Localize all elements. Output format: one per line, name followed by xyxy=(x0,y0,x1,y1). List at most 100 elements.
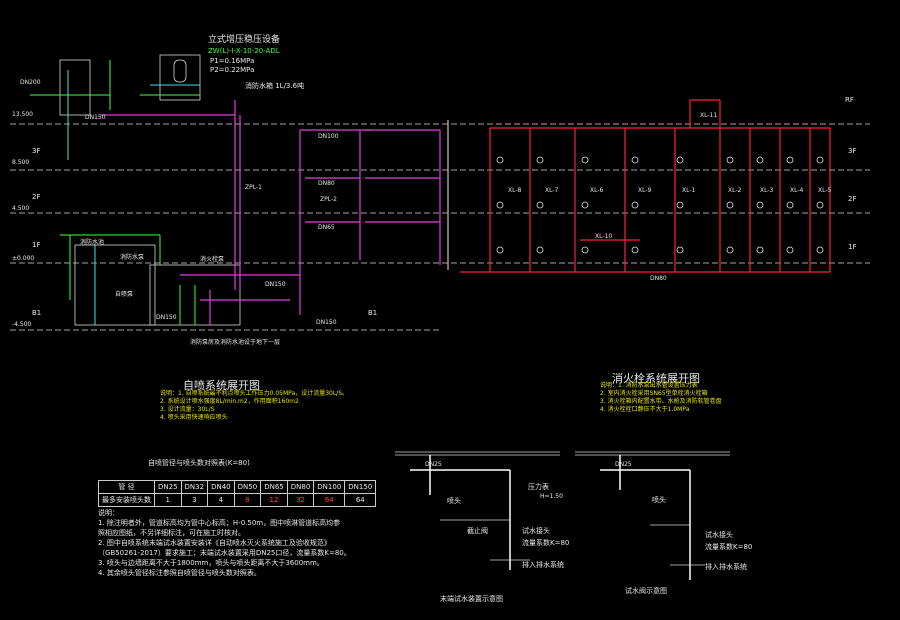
detail-test-device xyxy=(395,451,560,570)
sprinkler-title: 自喷系统展开图 xyxy=(183,379,260,392)
table-cell: 32 xyxy=(286,493,315,507)
table-cell: 64 xyxy=(344,493,377,507)
pipe-size-2: DN100 xyxy=(318,133,339,140)
pipe-size-1: DN150 xyxy=(85,114,106,121)
green-pipes xyxy=(30,60,200,325)
pipe-size-7: DN80 xyxy=(650,275,667,282)
detail2-dn: DN25 xyxy=(615,461,632,468)
main-note-4: （GB50261-2017）要求施工；末端试水装置采用DN25口径，流量系数K=… xyxy=(98,549,351,557)
detail2-label-drain: 排入排水系统 xyxy=(705,563,747,571)
table-cell: 64 xyxy=(313,493,346,507)
table-header-cell: DN80 xyxy=(286,480,315,494)
detail1-label-gauge: 压力表 xyxy=(528,483,549,491)
riser-xl10: XL-10 xyxy=(595,233,613,240)
floor-name-2f: 2F xyxy=(32,193,41,201)
riser-xl8: XL-8 xyxy=(508,187,522,194)
floor-name-b1-mid: B1 xyxy=(368,309,378,317)
detail2-title: 试水阀示意图 xyxy=(625,587,667,595)
floor-name-b1: B1 xyxy=(32,309,42,317)
main-notes: 说明： 1. 除注明者外，管道标高均为管中心标高；H-0.50m，图中喷淋管道标… xyxy=(98,508,351,578)
booster-model: ZW(L)-I-X-10-20-ADL xyxy=(208,47,280,55)
hydrant-note-3: 3. 消火栓箱内配置水带、水枪及消防软管卷盘 xyxy=(600,398,722,405)
table-cell: 1 xyxy=(154,493,182,507)
riser-xl2: XL-2 xyxy=(728,187,742,194)
table-row: 最多安装喷头数 1 3 4 8 12 32 64 64 xyxy=(98,493,377,507)
detail2-label-k: 流量系数K=80 xyxy=(705,543,753,551)
tank-pipe-label: 消防水箱 1L/3.6吨 xyxy=(245,82,305,90)
table-header-cell: DN100 xyxy=(313,480,346,494)
detail1-dn: DN25 xyxy=(425,461,442,468)
detail1-title: 末端试水装置示意图 xyxy=(440,595,503,603)
floor-elev-b1: -4.500 xyxy=(12,321,32,328)
riser-xl9: XL-9 xyxy=(638,187,652,194)
floor-name-rf-right: RF xyxy=(845,96,854,104)
table-header-cell: DN50 xyxy=(233,480,262,494)
floor-name-1f: 1F xyxy=(32,241,41,249)
table-cell: 3 xyxy=(180,493,209,507)
table-header-cell: DN32 xyxy=(180,480,209,494)
label-pool: 消防水池 xyxy=(80,239,105,246)
floor-elev-2f: 4.500 xyxy=(12,205,30,212)
riser-zpl2: ZPL-2 xyxy=(320,196,337,203)
detail2-label-head: 喷头 xyxy=(652,496,666,504)
riser-xl1: XL-1 xyxy=(682,187,696,194)
hydrant-note-2: 2. 室内消火栓采用SN65型单栓消火栓箱 xyxy=(600,390,708,397)
detail1-label-drain: 排入排水系统 xyxy=(522,561,564,569)
hydrant-notes: 说明：1. 消防水泵出水管设置压力表 2. 室内消火栓采用SN65型单栓消火栓箱… xyxy=(600,382,722,414)
bottom-note: 消防泵房及消防水池设于地下一层 xyxy=(190,339,281,346)
floor-name-2f-right: 2F xyxy=(848,195,857,203)
detail1-label-k: 流量系数K=80 xyxy=(522,539,570,547)
sprinkler-note-3: 3. 设计流量：30L/S xyxy=(160,406,215,413)
riser-xl5: XL-5 xyxy=(818,187,832,194)
detail1-label-h: H=1.50 xyxy=(540,493,563,500)
main-note-2: 照相应图纸，不另详细标注，可在施工时核对。 xyxy=(98,529,245,537)
booster-p2: P2=0.22MPa xyxy=(210,66,255,74)
table-header-cell: DN65 xyxy=(260,480,288,494)
main-note-0: 说明： xyxy=(98,509,119,517)
hydrant-title: 消火栓系统展开图 xyxy=(612,372,700,385)
main-note-1: 1. 除注明者外，管道标高均为管中心标高；H-0.50m，图中喷淋管道标高均参 xyxy=(98,519,341,527)
sprinkler-pipes xyxy=(100,100,441,325)
table-cell: 最多安装喷头数 xyxy=(98,493,155,507)
main-note-5: 3. 喷头与边墙距离不大于1800mm，喷头与喷头距离不大于3600mm。 xyxy=(98,559,324,567)
table-header-cell: DN40 xyxy=(207,480,235,494)
label-hydrant-pump: 消火栓泵 xyxy=(200,256,225,263)
detail1-label-test: 试水接头 xyxy=(522,527,550,535)
hydrant-note-4: 4. 消火栓栓口静压不大于1.0MPa xyxy=(600,406,690,413)
detail2-label-test: 试水接头 xyxy=(705,531,733,539)
detail-test-valve xyxy=(575,451,730,580)
sprinkler-note-2: 2. 系统设计喷水强度8L/min.m2，作用面积160m2 xyxy=(160,398,299,405)
table-header-row: 管 径 DN25 DN32 DN40 DN50 DN65 DN80 DN100 … xyxy=(98,480,377,494)
cyan-pipes xyxy=(67,70,200,325)
pipe-size-table: 管 径 DN25 DN32 DN40 DN50 DN65 DN80 DN100 … xyxy=(98,480,377,507)
riser-xl3: XL-3 xyxy=(760,187,774,194)
floor-name-3f: 3F xyxy=(32,147,41,155)
table-header-cell: DN150 xyxy=(344,480,377,494)
table-header-cell: DN25 xyxy=(154,480,182,494)
sprinkler-note-4: 4. 喷头采用快速响应喷头 xyxy=(160,414,228,421)
main-note-3: 2. 图中自喷系统末端试水装置安装详《自动喷水灭火系统施工及验收规范》 xyxy=(98,539,331,547)
booster-title: 立式增压稳压设备 xyxy=(208,35,281,45)
main-note-6: 4. 其余喷头管径标注参照自喷管径与喷头数对照表。 xyxy=(98,569,261,577)
table-cell: 12 xyxy=(260,493,288,507)
table-title: 自喷管径与喷头数对照表(K=80) xyxy=(148,459,250,467)
detail1-label-head: 喷头 xyxy=(447,497,461,505)
riser-xl6: XL-6 xyxy=(590,187,604,194)
riser-zpl1: ZPL-1 xyxy=(245,184,262,191)
pipe-size-6: DN150 xyxy=(316,319,337,326)
label-dn200: DN200 xyxy=(20,79,41,86)
pipe-size-4: DN65 xyxy=(318,224,335,231)
pipe-size-5: DN150 xyxy=(156,314,177,321)
riser-xl7: XL-7 xyxy=(545,187,559,194)
hydrant-note-1: 说明：1. 消防水泵出水管设置压力表 xyxy=(600,382,698,389)
pipe-size-3: DN80 xyxy=(318,180,335,187)
water-tank xyxy=(59,54,241,326)
floor-elev-rf: 13.500 xyxy=(12,111,33,118)
booster-p1: P1=0.16MPa xyxy=(210,57,255,65)
riser-xl4: XL-4 xyxy=(790,187,804,194)
label-pump: 消防水泵 xyxy=(120,254,145,261)
label-spray-pump: 自喷泵 xyxy=(115,291,134,298)
label-dn150: DN150 xyxy=(265,281,286,288)
table-header-cell: 管 径 xyxy=(98,480,155,494)
